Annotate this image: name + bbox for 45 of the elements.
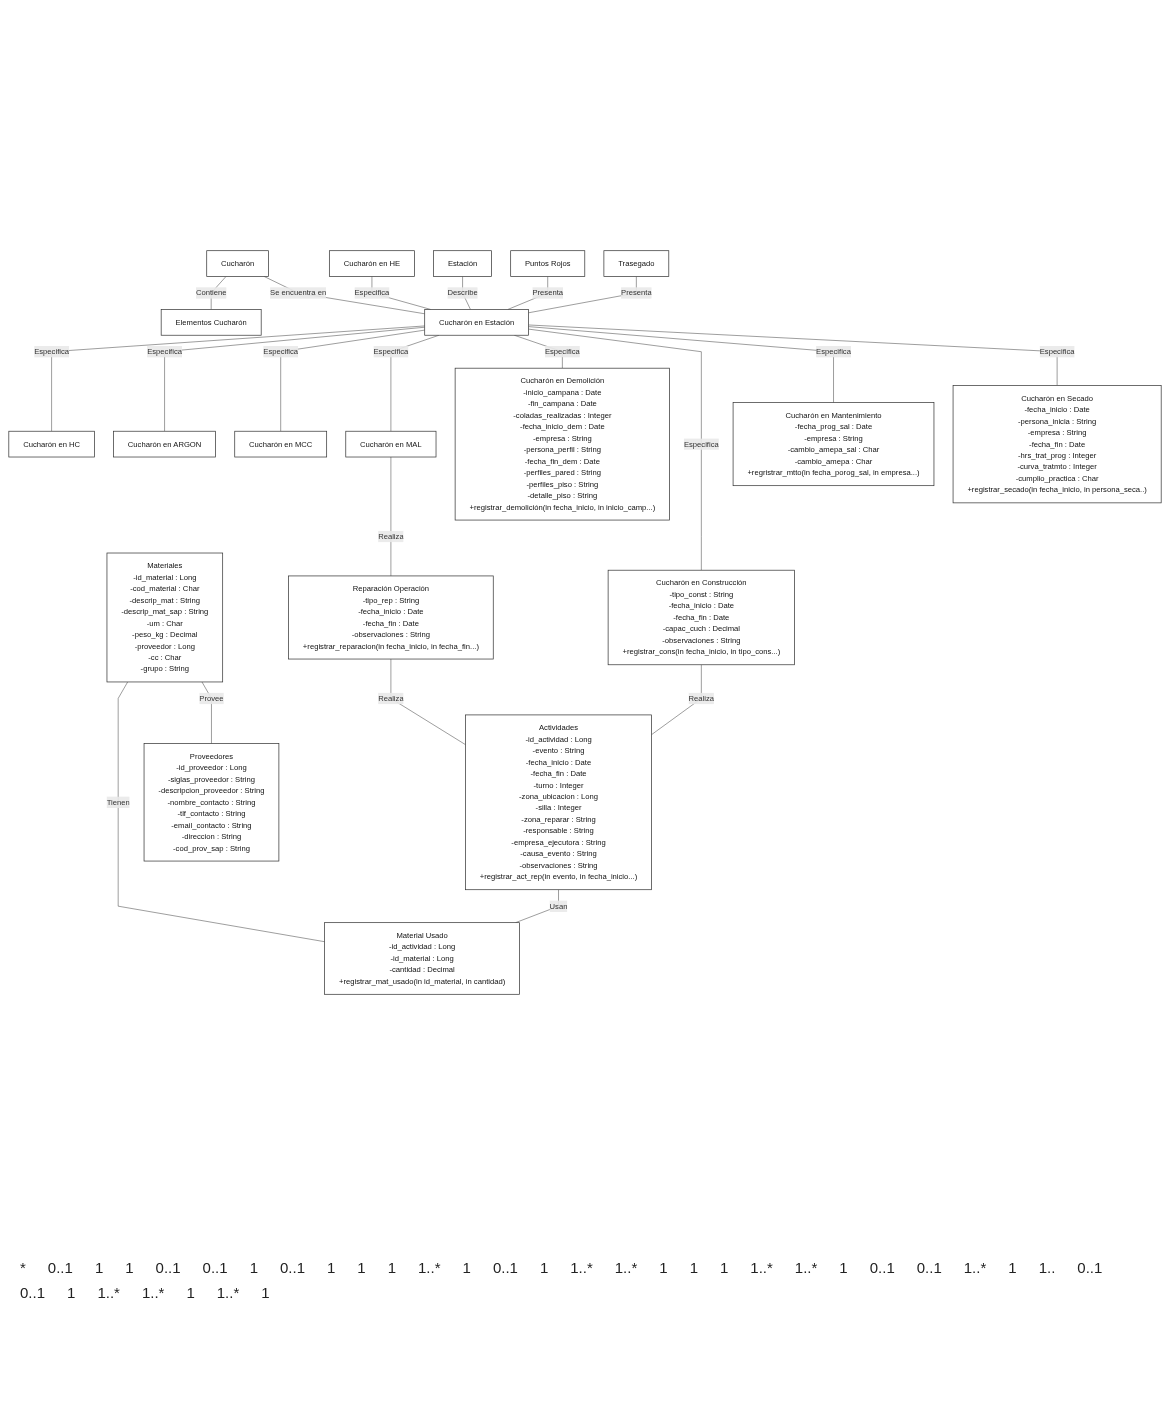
connector [527, 276, 637, 314]
multiplicity-label: 0..1 [278, 1258, 306, 1277]
multiplicity-label: 1 [538, 1258, 550, 1277]
multiplicity-label: 1 [461, 1258, 472, 1277]
multiplicity-label: 1 [688, 1258, 699, 1277]
multiplicity-label: 1 [93, 1258, 105, 1277]
multiplicity-label: 1..* [569, 1258, 594, 1277]
multiplicity-label: 1 [124, 1258, 135, 1277]
multiplicity-label: 1 [838, 1258, 849, 1277]
multiplicity-label: 1..* [96, 1283, 121, 1302]
multiplicity-label: 1..* [215, 1283, 241, 1302]
connector [527, 326, 834, 403]
multiplicity-label: 1 [356, 1258, 367, 1277]
multiplicity-label: 0..1 [1076, 1258, 1104, 1277]
multiplicity-label: 1 [719, 1258, 730, 1277]
multiplicity-label: 0..1 [868, 1258, 896, 1277]
connector [390, 456, 391, 577]
multiplicity-label: 1 [185, 1283, 196, 1302]
multiplicity-label: 0..1 [46, 1258, 74, 1277]
multiplicity-label: 1..* [140, 1283, 166, 1302]
connector [163, 327, 425, 432]
multiplicity-label: 0..1 [915, 1258, 943, 1277]
multiplicity-label: 1..* [793, 1258, 819, 1277]
multiplicity-label: 1 [658, 1258, 669, 1277]
multiplicity-label: 1 [66, 1283, 77, 1302]
multiplicity-label: 1 [386, 1258, 398, 1277]
multiplicity-label: 1 [260, 1283, 271, 1302]
connector [263, 276, 425, 315]
multiplicity-label: 1 [248, 1258, 259, 1277]
multiplicity-label: 1..* [749, 1258, 774, 1277]
connector [527, 328, 702, 571]
connector [527, 324, 1057, 386]
multiplicity-label: 0..1 [19, 1283, 47, 1302]
connector [50, 325, 425, 432]
multiplicity-label: 1..* [613, 1258, 639, 1277]
multiplicity-label: 0..1 [154, 1258, 182, 1277]
connector [279, 329, 425, 432]
multiplicity-label: 0..1 [491, 1258, 519, 1277]
multiplicity-label: * [19, 1258, 27, 1277]
multiplicity-label: 1 [1007, 1258, 1018, 1277]
multiplicity-label: 1 [326, 1258, 337, 1277]
multiplicity-label: 1.. [1037, 1258, 1057, 1277]
multiplicity-label: 1..* [962, 1258, 988, 1277]
multiplicity-label: 1..* [417, 1258, 442, 1277]
multiplicity-label: 0..1 [201, 1258, 229, 1277]
